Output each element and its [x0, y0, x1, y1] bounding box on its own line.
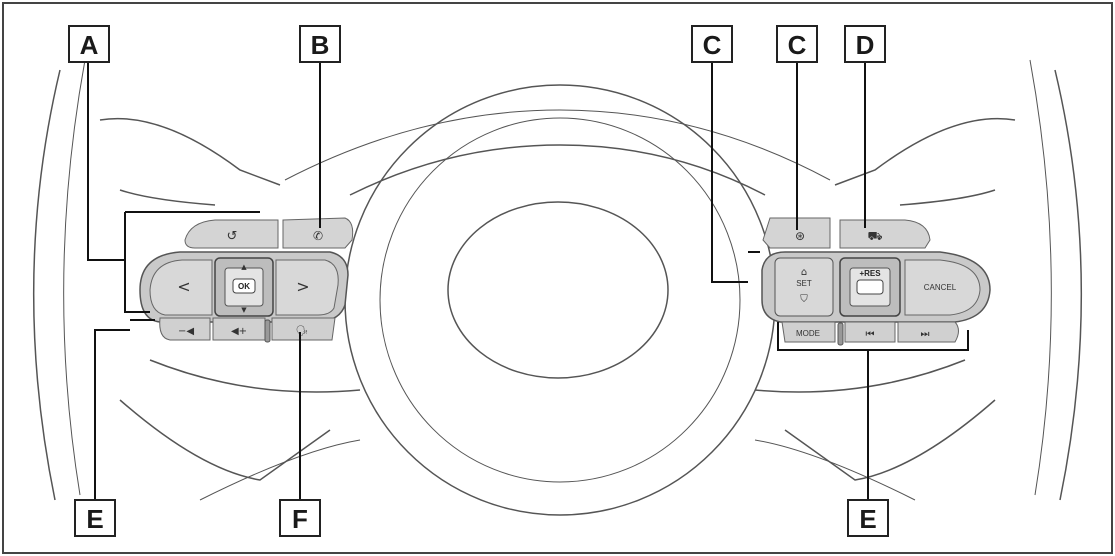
volume-down-icon: −◀ — [178, 326, 194, 337]
set-lever[interactable] — [774, 257, 834, 317]
previous-track-icon: ⏮ — [866, 329, 875, 340]
left-arrow-icon: < — [177, 277, 190, 296]
hub-ring-inner — [379, 117, 741, 483]
callout-d: D — [844, 25, 886, 63]
callout-a-label: A — [80, 30, 99, 60]
callout-d-label: D — [856, 30, 875, 60]
spoke-top-right — [834, 117, 1016, 186]
leader-lines — [87, 60, 969, 502]
callout-b-box — [299, 25, 341, 63]
up-arrow-icon: ▲ — [241, 263, 247, 271]
leader-a-bracket — [124, 212, 150, 313]
wheel-rim-left-outer — [32, 69, 61, 501]
next-track-button[interactable] — [897, 321, 959, 343]
leader-a — [87, 60, 125, 261]
cruise-control-icon: ⊛ — [795, 229, 805, 243]
callout-f-label: F — [292, 504, 308, 534]
hub-emblem — [447, 201, 669, 379]
spoke-bottom-left — [149, 359, 361, 393]
vehicle-distance-button[interactable] — [839, 219, 931, 249]
callout-c-right-label: C — [788, 30, 807, 60]
spoke-top-left — [99, 117, 281, 186]
next-track-icon: ⏭ — [921, 329, 930, 340]
voice-command-icon: 🗣 — [296, 325, 309, 337]
cancel-label: CANCEL — [924, 283, 957, 292]
callout-e-left-box — [74, 499, 116, 537]
leader-e-left — [94, 329, 130, 502]
back-icon: ↺ — [227, 229, 238, 244]
mode-button[interactable] — [781, 321, 836, 343]
right-switch-cluster: ⊛ ⛟ ⌂ SET ⛉ +RES CANCEL MODE ⏮ ⏭ — [761, 217, 991, 346]
volume-up-icon: ◀+ — [231, 326, 247, 337]
callout-c-left: C — [691, 25, 733, 63]
spoke-bottom-right-curve — [784, 399, 996, 481]
callout-d-box — [844, 25, 886, 63]
res-label: +RES — [859, 269, 881, 278]
vehicle-distance-icon: ⛟ — [867, 229, 882, 243]
left-arrow-button[interactable] — [149, 259, 213, 316]
callout-e-left: E — [74, 499, 116, 537]
left-switch-cluster: ↺ ✆ < ▲ ▼ OK > −◀ ◀+ 🗣 — [139, 217, 354, 343]
voice-divider — [264, 319, 271, 343]
callout-f: F — [279, 499, 321, 537]
mode-label: MODE — [796, 329, 820, 338]
mode-divider — [837, 322, 844, 346]
callout-a-box — [68, 25, 110, 63]
leader-e-right-bracket — [777, 322, 969, 351]
voice-command-button[interactable] — [271, 317, 336, 341]
set-up-icon: ⌂ — [801, 267, 807, 278]
wheel-rim-left-inner — [63, 59, 86, 496]
callout-a: A — [68, 25, 110, 63]
spoke-right-lower-line — [899, 189, 996, 206]
res-button[interactable] — [856, 279, 884, 295]
lane-icon: ⛉ — [800, 294, 808, 305]
cruise-control-button[interactable] — [762, 217, 831, 249]
spoke-left-lower-line — [119, 189, 216, 206]
right-arrow-button[interactable] — [275, 259, 339, 316]
spoke-bottom-left-inner — [199, 439, 361, 501]
phone-button[interactable] — [282, 217, 354, 249]
hub-top-outer-contour — [284, 109, 831, 181]
callout-c-right-box — [776, 25, 818, 63]
set-label: SET — [796, 279, 812, 288]
callout-c-right: C — [776, 25, 818, 63]
wheel-rim-right-outer — [1054, 69, 1083, 501]
cancel-button[interactable] — [904, 259, 981, 316]
spoke-bottom-left-curve — [119, 399, 331, 481]
spoke-bottom-right-inner — [754, 439, 916, 501]
volume-down-button[interactable] — [159, 317, 211, 341]
callout-c-left-label: C — [703, 30, 722, 60]
ok-label: OK — [238, 282, 250, 291]
right-arrow-icon: > — [296, 277, 309, 296]
callout-c-left-box — [691, 25, 733, 63]
callout-b-label: B — [311, 30, 330, 60]
spoke-bottom-right — [754, 359, 966, 393]
wheel-rim-right-inner — [1029, 59, 1052, 496]
phone-icon: ✆ — [313, 229, 323, 243]
callout-e-right: E — [847, 499, 889, 537]
callout-f-box — [279, 499, 321, 537]
down-arrow-icon: ▼ — [241, 306, 247, 314]
hub-top-contour — [349, 144, 766, 196]
callout-e-right-box — [847, 499, 889, 537]
callout-e-left-label: E — [86, 504, 103, 534]
back-button[interactable] — [184, 219, 279, 249]
hub-ring-outer — [344, 84, 776, 516]
previous-track-button[interactable] — [844, 321, 896, 343]
callout-b: B — [299, 25, 341, 63]
ok-button[interactable] — [232, 278, 256, 294]
callout-e-right-label: E — [859, 504, 876, 534]
leader-c-left — [711, 60, 748, 283]
